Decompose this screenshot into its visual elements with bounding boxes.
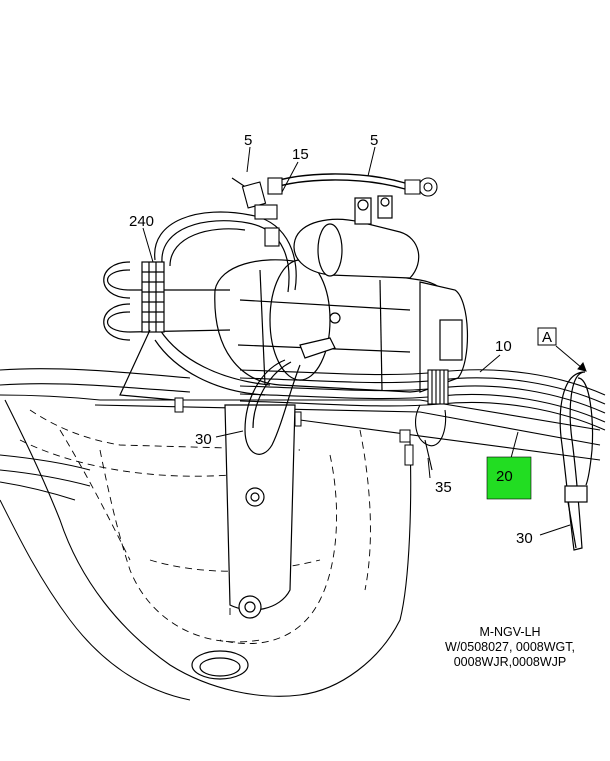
callout-labels: 5 15 5 240 10 A 30 35 20 30	[129, 132, 552, 547]
main-harness	[239, 173, 606, 431]
cable-tie-left	[244, 337, 336, 455]
view-arrow	[555, 345, 587, 372]
mounting-bracket	[191, 404, 296, 680]
leader-lines	[142, 146, 571, 536]
callout-10[interactable]: 10	[495, 338, 512, 355]
callout-30-left[interactable]: 30	[195, 431, 212, 448]
callout-5-right[interactable]: 5	[370, 132, 378, 149]
callout-5-left[interactable]: 5	[244, 132, 252, 149]
drawing-caption: M-NGV-LH W/0508027, 0008WGT, 0008WJR,000…	[420, 625, 600, 670]
callout-240[interactable]: 240	[129, 213, 154, 230]
frame-structure	[0, 368, 601, 701]
frame-studs	[174, 397, 414, 466]
view-a-box	[537, 327, 557, 346]
caption-line-1: M-NGV-LH	[479, 625, 541, 639]
harness-loops	[103, 211, 297, 401]
callout-a[interactable]: A	[542, 329, 552, 346]
caption-line-3: 0008WJR,0008WJP	[453, 655, 567, 669]
connectors	[231, 177, 283, 247]
cable-tie-right	[559, 371, 594, 551]
clip-35	[415, 404, 447, 471]
hidden-lines	[19, 409, 371, 645]
callout-20[interactable]: 20	[496, 468, 513, 485]
callout-35[interactable]: 35	[435, 479, 452, 496]
caption-line-2: W/0508027, 0008WGT,	[445, 640, 575, 654]
callout-15[interactable]: 15	[292, 146, 309, 163]
callout-20-highlight[interactable]	[486, 456, 532, 500]
starter-motor	[214, 195, 469, 393]
callout-30-right[interactable]: 30	[516, 530, 533, 547]
